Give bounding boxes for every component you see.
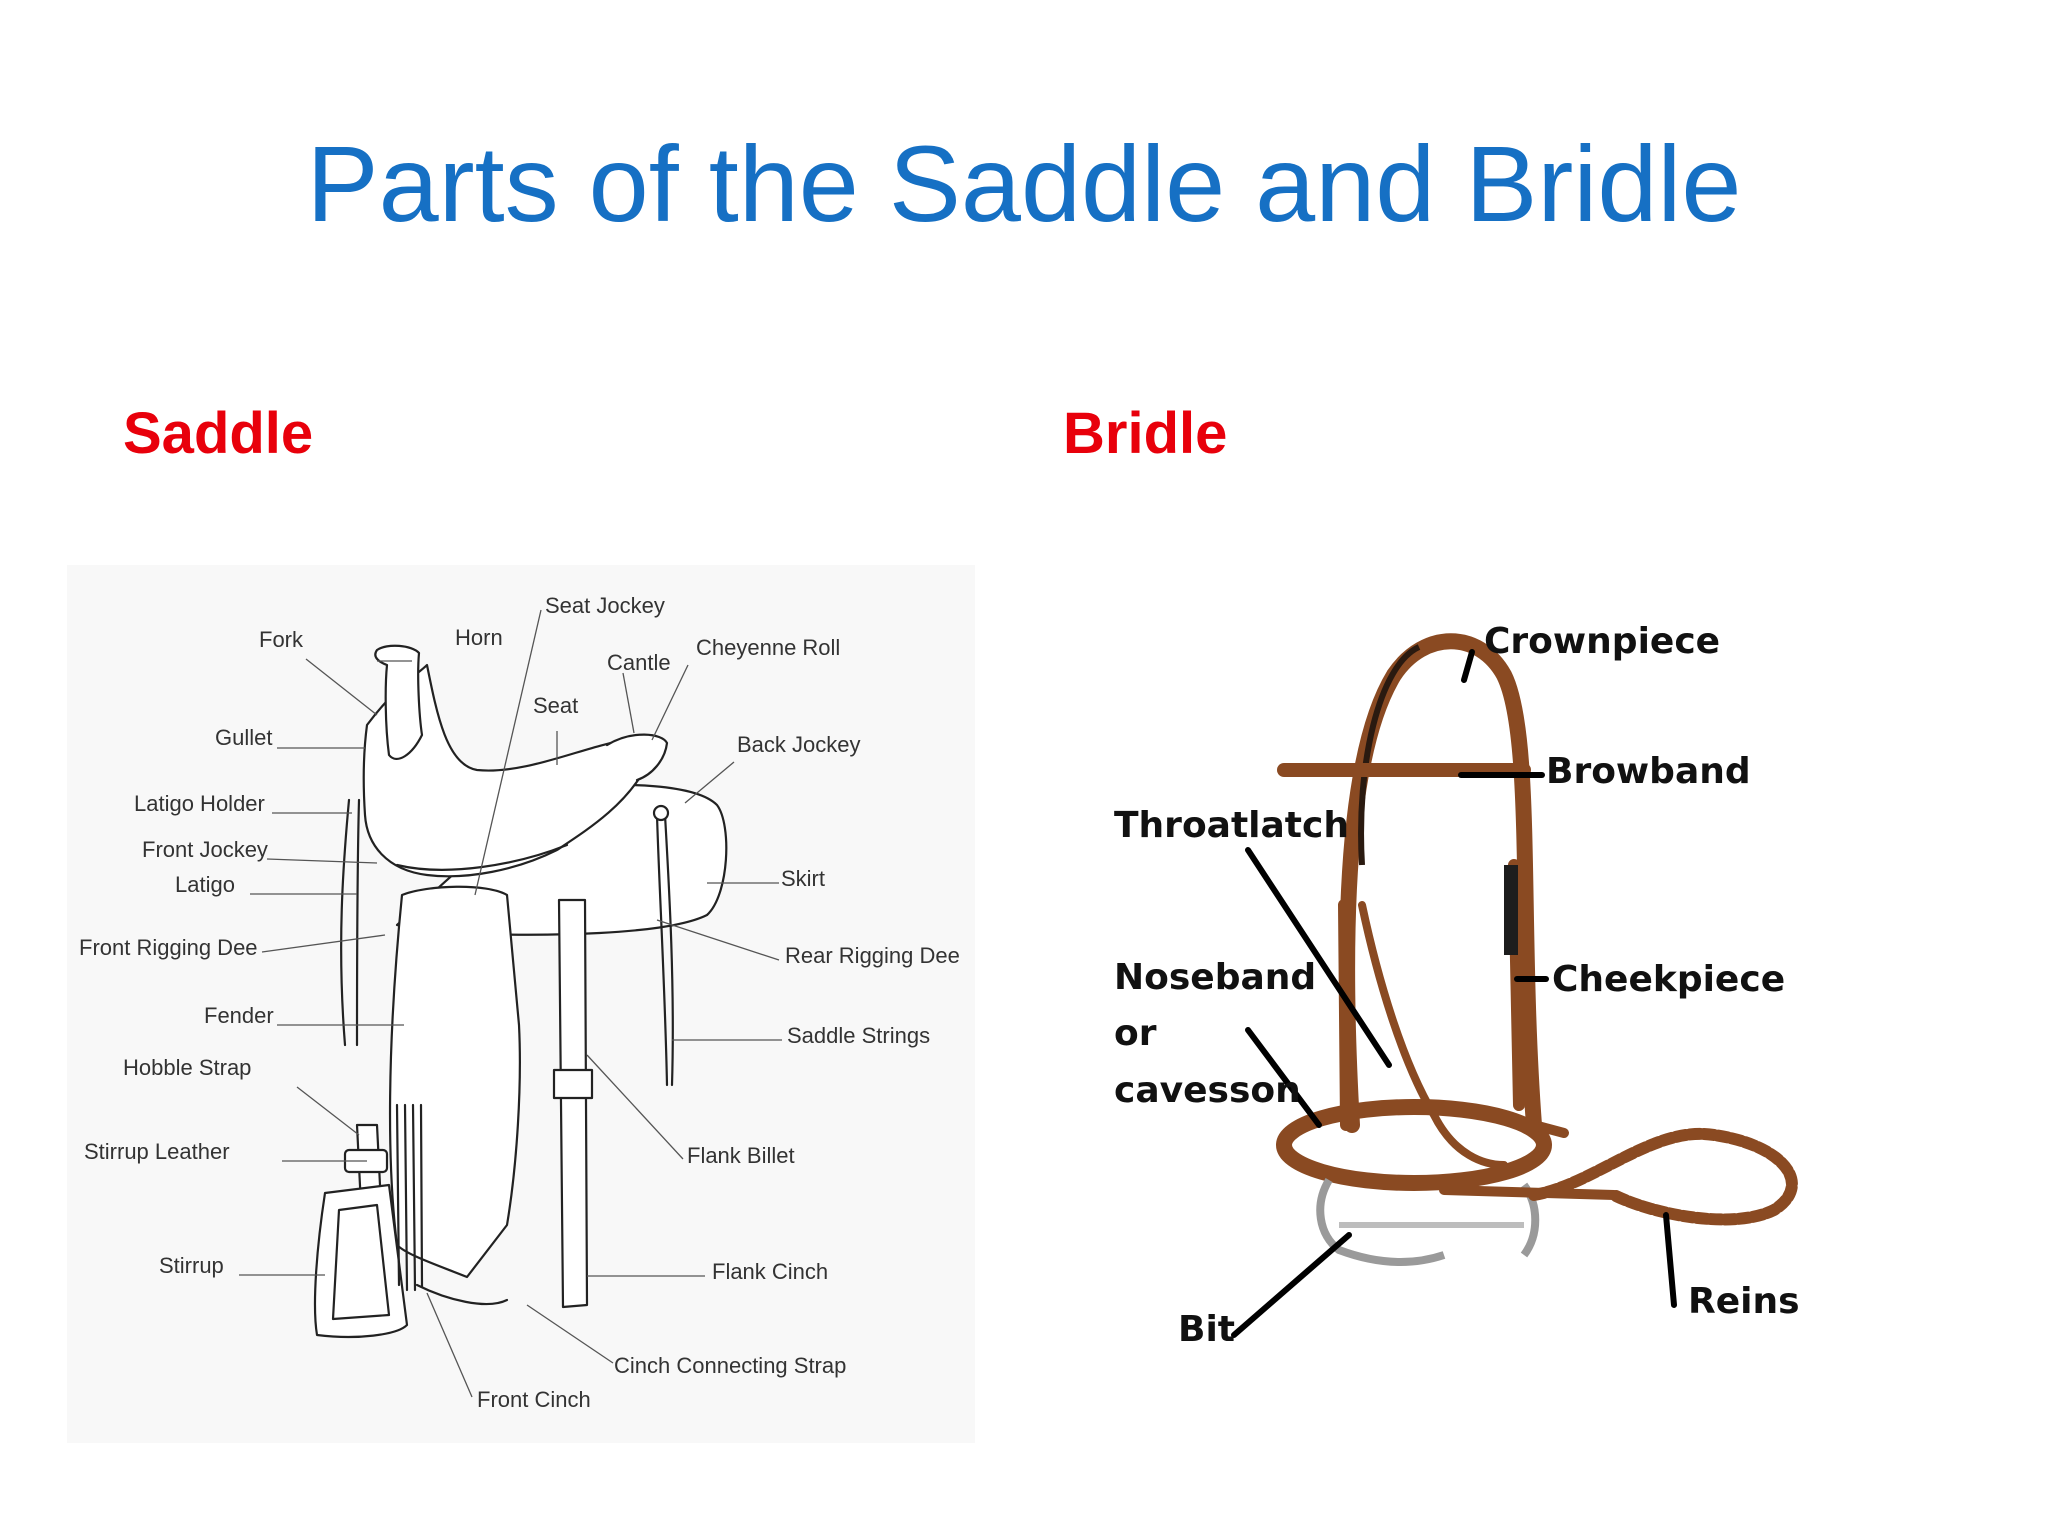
label-fork: Fork [259, 627, 304, 652]
saddle-leader-lines [239, 609, 782, 1398]
saddle-diagram: Fork Horn Seat Jockey Cantle Cheyenne Ro… [67, 565, 975, 1443]
label-bit: Bit [1178, 1309, 1235, 1350]
label-stirrup-leather: Stirrup Leather [84, 1139, 230, 1164]
label-throatlatch: Throatlatch [1114, 805, 1349, 846]
label-back-jockey: Back Jockey [737, 732, 861, 757]
label-cheekpiece: Cheekpiece [1552, 959, 1785, 1000]
bridle-diagram: Crownpiece Browband Throatlatch Noseband… [1094, 565, 1884, 1350]
label-browband: Browband [1546, 751, 1751, 792]
label-fender: Fender [204, 1003, 274, 1028]
label-hobble-strap: Hobble Strap [123, 1055, 251, 1080]
label-latigo: Latigo [175, 872, 235, 897]
label-reins: Reins [1688, 1281, 1800, 1322]
label-noseband: Noseband [1114, 957, 1316, 998]
bridle-heading: Bridle [1063, 401, 1228, 466]
label-skirt: Skirt [781, 866, 825, 891]
bridle-labels: Crownpiece Browband Throatlatch Noseband… [1114, 621, 1800, 1350]
saddle-illustration [313, 644, 728, 1339]
label-gullet: Gullet [215, 725, 272, 750]
bridle-drawing: Crownpiece Browband Throatlatch Noseband… [1114, 621, 1800, 1350]
label-rear-rigging-dee: Rear Rigging Dee [785, 943, 960, 968]
label-crownpiece: Crownpiece [1484, 621, 1720, 662]
bridle-pointers [1231, 649, 1677, 1338]
saddle-heading: Saddle [123, 401, 314, 466]
label-front-rigging-dee: Front Rigging Dee [79, 935, 258, 960]
slide-title: Parts of the Saddle and Bridle [306, 123, 1742, 244]
label-flank-billet: Flank Billet [687, 1143, 795, 1168]
label-seat-jockey: Seat Jockey [545, 593, 665, 618]
label-flank-cinch: Flank Cinch [712, 1259, 828, 1284]
label-front-jockey: Front Jockey [142, 837, 268, 862]
label-latigo-holder: Latigo Holder [134, 791, 265, 816]
label-stirrup: Stirrup [159, 1253, 224, 1278]
bridle-illustration [1276, 633, 1798, 1266]
label-seat: Seat [533, 693, 578, 718]
label-horn: Horn [455, 625, 503, 650]
label-saddle-strings: Saddle Strings [787, 1023, 930, 1048]
label-noseband-or: or [1114, 1013, 1157, 1054]
saddle-labels: Fork Horn Seat Jockey Cantle Cheyenne Ro… [79, 593, 960, 1412]
label-front-cinch: Front Cinch [477, 1387, 591, 1412]
label-cantle: Cantle [607, 650, 671, 675]
saddle-drawing: Fork Horn Seat Jockey Cantle Cheyenne Ro… [79, 593, 960, 1412]
label-cinch-connecting-strap: Cinch Connecting Strap [614, 1353, 846, 1378]
label-cheyenne-roll: Cheyenne Roll [696, 635, 840, 660]
label-cavesson: cavesson [1114, 1070, 1301, 1111]
